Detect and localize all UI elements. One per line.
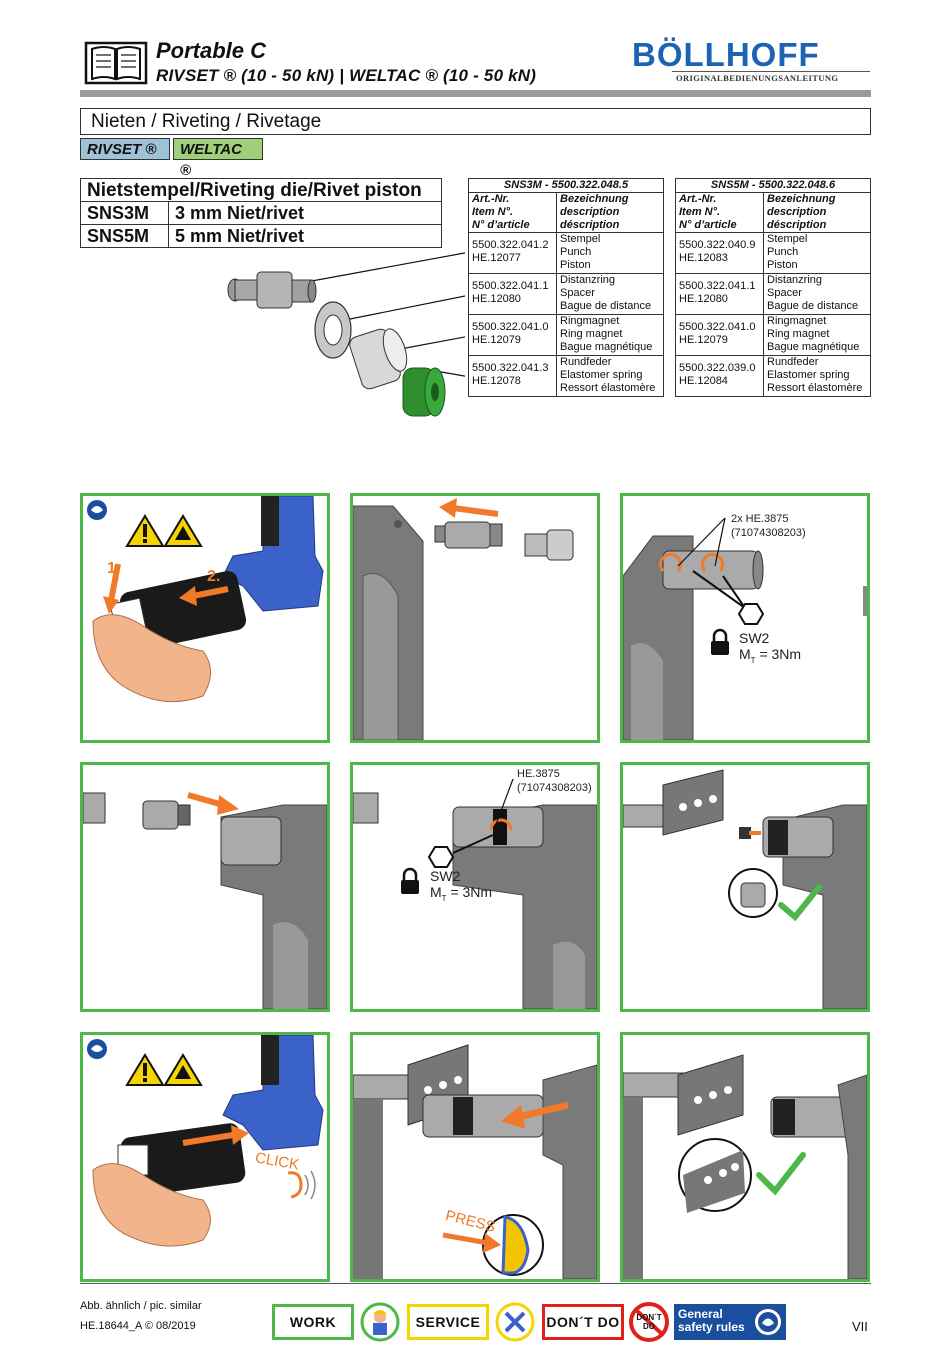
key-size: SW2 bbox=[739, 630, 770, 646]
step-panel-4 bbox=[80, 762, 330, 1012]
lock-icon bbox=[711, 628, 729, 655]
parts-caption: SNS3M - 5500.322.048.5 bbox=[468, 178, 664, 193]
parts-table-sns3m: SNS3M - 5500.322.048.5 Art.-Nr.Item N°.N… bbox=[468, 178, 664, 397]
key-size: SW2 bbox=[430, 868, 461, 884]
warning-icon bbox=[125, 1053, 165, 1086]
screw-code: (71074308203) bbox=[517, 782, 592, 794]
torque-value: MT = 3Nm bbox=[430, 884, 493, 903]
table-row: SNS3M 3 mm Niet/rivet bbox=[80, 201, 442, 225]
step-2-label: 2. bbox=[207, 568, 221, 585]
screw-label: HE.3875 bbox=[517, 768, 560, 780]
hand-crush-icon bbox=[163, 1053, 203, 1086]
ring-magnet-part bbox=[349, 328, 408, 390]
spacer-part bbox=[314, 301, 352, 359]
hand-crush-icon bbox=[163, 514, 203, 547]
service-badge: SERVICE bbox=[407, 1304, 489, 1340]
parts-table-sns5m: SNS5M - 5500.322.048.6 Art.-Nr.Item N°.N… bbox=[675, 178, 871, 397]
parts-caption: SNS5M - 5500.322.048.6 bbox=[675, 178, 871, 193]
die-desc: 5 mm Niet/rivet bbox=[168, 224, 442, 248]
die-desc: 3 mm Niet/rivet bbox=[168, 201, 442, 225]
ear-icon bbox=[287, 1170, 316, 1200]
step-panel-7: CLICK bbox=[80, 1032, 330, 1282]
step-panel-3: 2x HE.3875 (71074308203) SW2 MT = 3Nm bbox=[620, 493, 870, 743]
footer-divider bbox=[80, 1283, 871, 1284]
lock-icon bbox=[401, 867, 419, 894]
screw-label: 2x HE.3875 bbox=[731, 513, 789, 525]
section-title: Nieten / Riveting / Rivetage bbox=[80, 108, 871, 135]
document-number: HE.18644_A © 08/2019 bbox=[80, 1320, 196, 1332]
safety-rules-icon bbox=[755, 1309, 781, 1335]
die-code: SNS3M bbox=[80, 201, 169, 225]
die-code: SNS5M bbox=[80, 224, 169, 248]
prohibited-icon: DON´T DO bbox=[628, 1302, 670, 1342]
rivset-badge: RIVSET ® bbox=[80, 138, 170, 160]
general-safety-rules-badge: General safety rules bbox=[674, 1304, 786, 1340]
warning-icon bbox=[125, 514, 165, 547]
page-number: VII bbox=[852, 1319, 868, 1334]
book-icon bbox=[84, 41, 148, 85]
step-panel-5: HE.3875 (71074308203) SW2 MT = 3Nm bbox=[350, 762, 600, 1012]
die-table-heading: Nietstempel/Riveting die/Rivet piston bbox=[80, 178, 442, 202]
checkmark-icon bbox=[778, 884, 822, 922]
weltac-badge: WELTAC ® bbox=[173, 138, 263, 179]
footer-note: Abb. ähnlich / pic. similar bbox=[80, 1300, 202, 1312]
table-header: Art.-Nr.Item N°.N° d’article Bezeichnung… bbox=[468, 192, 664, 233]
worker-icon bbox=[360, 1302, 400, 1342]
hex-key-icon bbox=[737, 603, 765, 625]
screw-loosen-illustration bbox=[623, 517, 867, 740]
screw-tighten-illustration bbox=[353, 778, 597, 1009]
brand-underline bbox=[672, 71, 870, 72]
screw-code: (71074308203) bbox=[731, 527, 806, 539]
brand-tagline: ORIGINALBEDIENUNGSANLEITUNG bbox=[676, 73, 839, 83]
step-panel-9 bbox=[620, 1032, 870, 1282]
press-illustration bbox=[353, 1044, 597, 1279]
punch-part bbox=[227, 271, 317, 309]
step-panel-8: PRESS bbox=[350, 1032, 600, 1282]
elastomer-spring-part bbox=[402, 367, 446, 417]
table-header: Art.-Nr.Item N°.N° d’article Bezeichnung… bbox=[675, 192, 871, 233]
tools-icon bbox=[495, 1302, 535, 1342]
battery-insert-illustration bbox=[87, 1035, 324, 1247]
torque-value: MT = 3Nm bbox=[739, 646, 802, 665]
manual-title: Portable C bbox=[156, 38, 267, 63]
hex-key-icon bbox=[427, 846, 455, 868]
final-check-illustration bbox=[623, 1054, 867, 1279]
punch-removal-illustration bbox=[353, 498, 574, 740]
work-badge: WORK bbox=[272, 1304, 354, 1340]
exploded-parts-drawing bbox=[227, 252, 465, 417]
dont-do-badge: DON´T DO bbox=[542, 1304, 624, 1340]
manual-subtitle: RIVSET ® (10 - 50 kN) | WELTAC ® (10 - 5… bbox=[156, 66, 537, 85]
step-panel-6 bbox=[620, 762, 870, 1012]
die-table: Nietstempel/Riveting die/Rivet piston SN… bbox=[80, 178, 442, 248]
punch-insert-illustration bbox=[83, 792, 327, 1009]
magnet-check-illustration bbox=[623, 769, 867, 1009]
step-panel-1: 1. 2. bbox=[80, 493, 330, 743]
step-1-label: 1. bbox=[107, 560, 121, 577]
checkmark-icon bbox=[756, 1152, 806, 1196]
step-panel-2 bbox=[350, 493, 600, 743]
battery-removal-illustration bbox=[87, 496, 324, 703]
table-row: SNS5M 5 mm Niet/rivet bbox=[80, 224, 442, 248]
brand-logo: BÖLLHOFF bbox=[632, 36, 820, 73]
header-divider bbox=[80, 90, 871, 97]
